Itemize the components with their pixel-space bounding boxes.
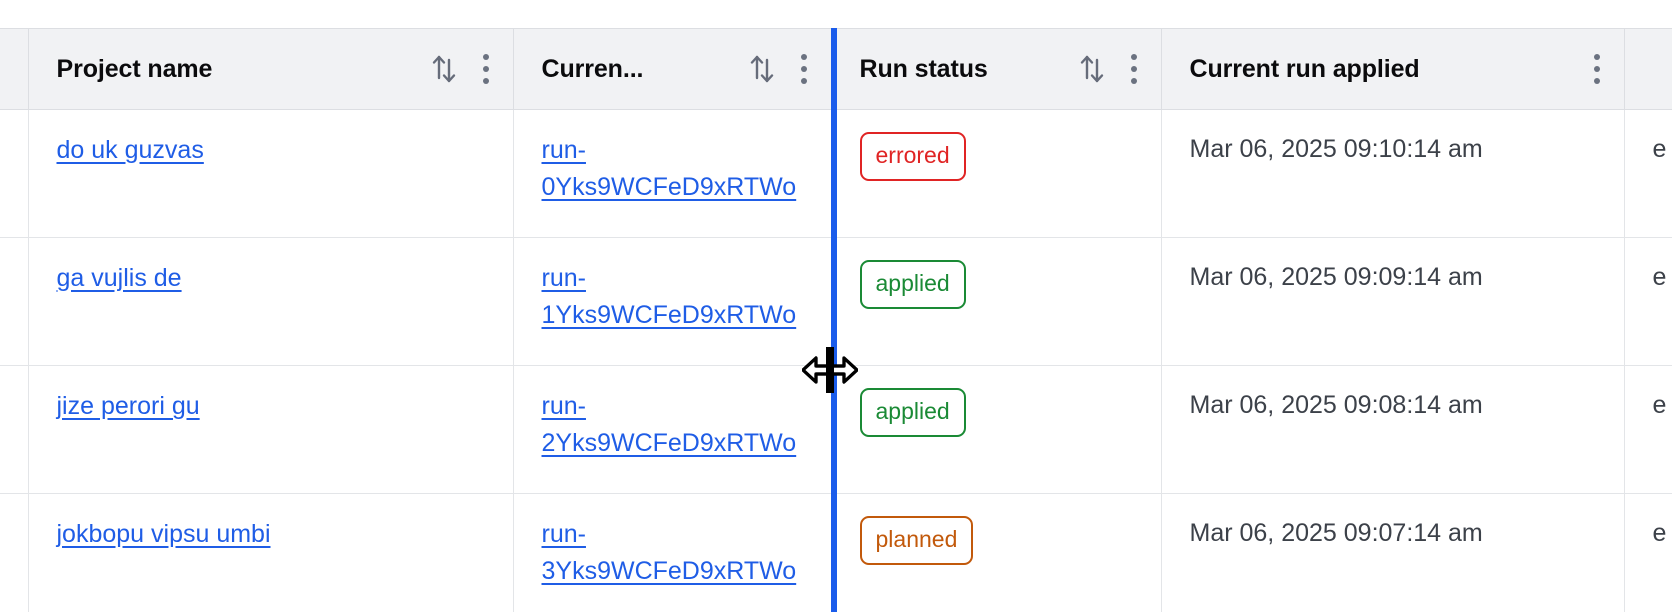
status-badge: applied bbox=[859, 388, 966, 437]
column-menu-icon[interactable] bbox=[482, 54, 489, 84]
project-name-link[interactable]: do uk guzvas bbox=[56, 136, 204, 164]
project-name-link[interactable]: jokbopu vipsu umbi bbox=[56, 520, 271, 548]
applied-timestamp: Mar 06, 2025 09:08:14 am bbox=[1189, 391, 1483, 419]
table-row: ga vujlis de run-1Yks9WCFeD9xRTWo applied M… bbox=[0, 237, 1672, 366]
current-run-link[interactable]: run-2Yks9WCFeD9xRTWo bbox=[541, 392, 797, 457]
column-header-actions bbox=[749, 53, 807, 85]
projects-table: Project name Curren... Run status Current r… bbox=[0, 28, 1672, 612]
cell-current-run: run-1Yks9WCFeD9xRTWo bbox=[513, 237, 832, 366]
column-header-label: Run status bbox=[859, 56, 988, 82]
applied-timestamp: Mar 06, 2025 09:09:14 am bbox=[1189, 263, 1483, 291]
row-gutter bbox=[0, 237, 29, 366]
column-header-label: Project name bbox=[56, 56, 213, 82]
cell-vcs: e bbox=[1624, 493, 1672, 612]
table-row: do uk guzvas run-0Yks9WCFeD9xRTWo errored M… bbox=[0, 109, 1672, 238]
cell-project-name: jokbopu vipsu umbi bbox=[28, 493, 514, 612]
cell-current-run-applied: Mar 06, 2025 09:07:14 am bbox=[1161, 493, 1625, 612]
row-gutter bbox=[0, 109, 29, 238]
column-header-applied[interactable]: Current run applied bbox=[1161, 28, 1625, 110]
sort-icon[interactable] bbox=[1079, 53, 1105, 85]
cell-run-status: applied bbox=[831, 237, 1162, 366]
cell-vcs: e bbox=[1624, 109, 1672, 238]
vcs-text: e bbox=[1652, 519, 1667, 547]
cell-current-run-applied: Mar 06, 2025 09:08:14 am bbox=[1161, 365, 1625, 494]
cell-project-name: do uk guzvas bbox=[28, 109, 514, 238]
current-run-link[interactable]: run-1Yks9WCFeD9xRTWo bbox=[541, 264, 797, 329]
column-header-label: Current run applied bbox=[1189, 56, 1420, 82]
column-header-inner: Current run applied bbox=[1190, 54, 1600, 84]
applied-timestamp: Mar 06, 2025 09:07:14 am bbox=[1189, 519, 1483, 547]
vcs-text: e bbox=[1652, 391, 1667, 419]
project-name-link[interactable]: ga vujlis de bbox=[56, 264, 182, 292]
column-header-actions bbox=[1593, 54, 1600, 84]
current-run-link[interactable]: run-0Yks9WCFeD9xRTWo bbox=[541, 136, 797, 201]
status-badge: applied bbox=[859, 260, 966, 309]
row-gutter bbox=[0, 493, 29, 612]
column-menu-icon[interactable] bbox=[800, 54, 807, 84]
cell-vcs: e bbox=[1624, 237, 1672, 366]
sort-icon[interactable] bbox=[749, 53, 775, 85]
cell-project-name: ga vujlis de bbox=[28, 237, 514, 366]
current-run-link[interactable]: run-3Yks9WCFeD9xRTWo bbox=[541, 520, 797, 585]
column-header-actions bbox=[1079, 53, 1137, 85]
column-header-label: Curren... bbox=[541, 56, 644, 82]
column-header-vcs[interactable]: V bbox=[1624, 28, 1672, 110]
column-menu-icon[interactable] bbox=[1593, 54, 1600, 84]
column-header-inner: Project name bbox=[57, 53, 489, 85]
column-header-project[interactable]: Project name bbox=[28, 28, 514, 110]
status-badge: errored bbox=[859, 132, 966, 181]
cell-run-status: applied bbox=[831, 365, 1162, 494]
table-header: Project name Curren... Run status Current r… bbox=[0, 28, 1672, 110]
cell-current-run-applied: Mar 06, 2025 09:10:14 am bbox=[1161, 109, 1625, 238]
vcs-text: e bbox=[1652, 135, 1667, 163]
column-menu-icon[interactable] bbox=[1130, 54, 1137, 84]
cell-current-run: run-2Yks9WCFeD9xRTWo bbox=[513, 365, 832, 494]
cell-run-status: planned bbox=[831, 493, 1162, 612]
cell-current-run: run-0Yks9WCFeD9xRTWo bbox=[513, 109, 832, 238]
cell-project-name: jize perori gu bbox=[28, 365, 514, 494]
sort-icon[interactable] bbox=[431, 53, 457, 85]
status-badge: planned bbox=[859, 516, 974, 565]
project-name-link[interactable]: jize perori gu bbox=[56, 392, 200, 420]
table-header-row: Project name Curren... Run status Current r… bbox=[0, 28, 1672, 110]
row-gutter bbox=[0, 365, 29, 494]
column-header-run[interactable]: Curren... bbox=[513, 28, 832, 110]
table-header-gutter bbox=[0, 28, 29, 110]
applied-timestamp: Mar 06, 2025 09:10:14 am bbox=[1189, 135, 1483, 163]
column-header-inner: Run status bbox=[860, 53, 1137, 85]
column-header-status[interactable]: Run status bbox=[831, 28, 1162, 110]
vcs-text: e bbox=[1652, 263, 1667, 291]
column-header-inner: Curren... bbox=[542, 53, 807, 85]
cell-run-status: errored bbox=[831, 109, 1162, 238]
cell-current-run: run-3Yks9WCFeD9xRTWo bbox=[513, 493, 832, 612]
table-row: jokbopu vipsu umbi run-3Yks9WCFeD9xRTWo pl… bbox=[0, 493, 1672, 612]
cell-vcs: e bbox=[1624, 365, 1672, 494]
table-row: jize perori gu run-2Yks9WCFeD9xRTWo applie… bbox=[0, 365, 1672, 494]
column-header-actions bbox=[431, 53, 489, 85]
cell-current-run-applied: Mar 06, 2025 09:09:14 am bbox=[1161, 237, 1625, 366]
